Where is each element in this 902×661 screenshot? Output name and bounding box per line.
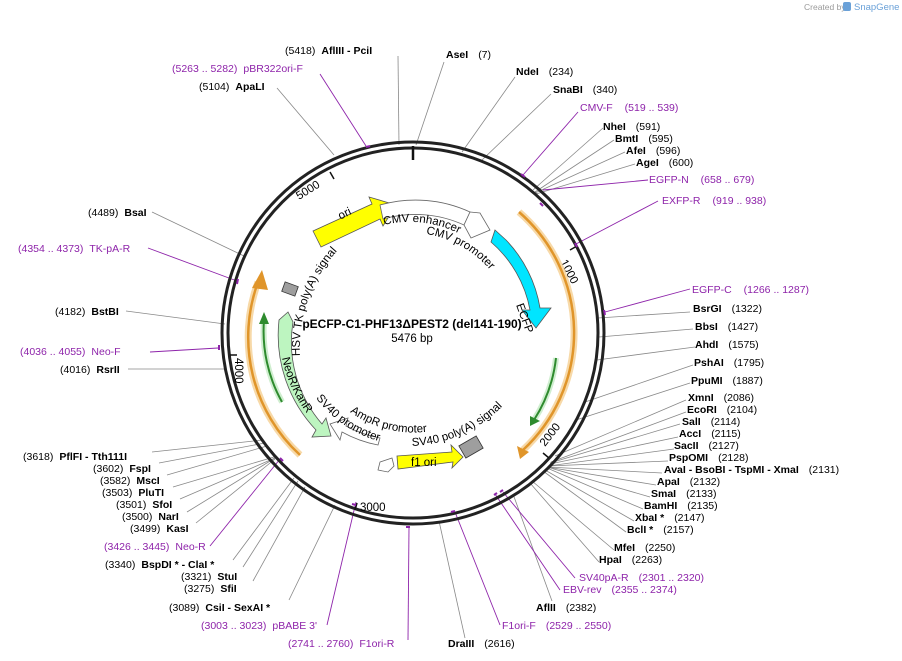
hsv-tk-polya-label: HSV TK poly(A) signal <box>291 245 340 356</box>
site-label[interactable]: XmnI(2086) <box>688 392 754 404</box>
primer-marks <box>218 145 606 528</box>
primer-label[interactable]: F1ori-F(2529 .. 2550) <box>502 620 611 632</box>
site-label[interactable]: EcoRI(2104) <box>687 404 757 416</box>
site-label[interactable]: SacII(2127) <box>674 440 739 452</box>
site-label[interactable]: (3275)SfiI <box>184 583 237 595</box>
site-label[interactable]: AseI(7) <box>446 49 491 61</box>
site-label[interactable]: PshAI(1795) <box>694 357 764 369</box>
primer-label[interactable]: EXFP-R(919 .. 938) <box>662 195 766 207</box>
neor-orf-arrowhead <box>252 270 268 290</box>
site-label[interactable]: (3089)CsiI - SexAI * <box>169 602 271 614</box>
site-label[interactable]: (3602)FspI <box>93 463 151 475</box>
sv40-promoter-feature <box>329 417 381 446</box>
site-label[interactable]: (5104)ApaLI <box>199 81 265 93</box>
site-label[interactable]: (4016)RsrII <box>60 364 120 376</box>
site-label[interactable]: NheI(591) <box>603 121 660 133</box>
site-label[interactable]: NdeI(234) <box>516 66 573 78</box>
site-label[interactable]: (3582)MscI <box>100 475 160 487</box>
site-label[interactable]: PspOMI(2128) <box>669 452 748 464</box>
site-label[interactable]: SnaBI(340) <box>553 84 617 96</box>
plasmid-size: 5476 bp <box>391 333 433 345</box>
primer-label[interactable]: EBV-rev(2355 .. 2374) <box>563 584 677 596</box>
site-label[interactable]: AccI(2115) <box>679 428 741 440</box>
ampr-promoter-feature <box>377 457 395 473</box>
site-label[interactable]: (3321)StuI <box>181 571 237 583</box>
neor-label: NeoR/KanR <box>279 356 314 415</box>
snapgene-logo-icon <box>843 2 851 11</box>
site-label[interactable]: (4182)BstBI <box>55 306 119 318</box>
site-label[interactable]: AgeI(600) <box>636 157 693 169</box>
inner-orf-left-core <box>262 319 283 403</box>
backbone-outer-strand <box>220 140 606 526</box>
primer-label[interactable]: CMV-F(519 .. 539) <box>580 102 678 114</box>
ori-label: ori <box>336 206 353 223</box>
site-label[interactable]: HpaI(2263) <box>599 554 662 566</box>
site-label[interactable]: BamHI(2135) <box>644 500 718 512</box>
site-label[interactable]: BsrGI(1322) <box>693 303 762 315</box>
ecfp-feature <box>490 229 552 329</box>
site-label[interactable]: BmtI(595) <box>615 133 673 145</box>
primer-label[interactable]: SV40pA-R(2301 .. 2320) <box>579 572 704 584</box>
site-label[interactable]: (3503)PluTI <box>102 487 164 499</box>
ecfp-orf-arc-core <box>518 211 576 451</box>
ecfp-orf-arrowhead <box>517 446 529 459</box>
primer-label[interactable]: (3003 .. 3023)pBABE 3' <box>201 620 317 632</box>
site-label[interactable]: (4489)BsaI <box>88 207 147 219</box>
site-label[interactable]: AhdI(1575) <box>695 339 759 351</box>
site-label[interactable]: MfeI(2250) <box>614 542 675 554</box>
site-label[interactable]: ApaI(2132) <box>657 476 720 488</box>
tick-label-5000: 5000 <box>294 179 322 203</box>
site-label[interactable]: BclI *(2157) <box>627 524 694 536</box>
site-label[interactable]: (3340)BspDI * - ClaI * <box>105 559 215 571</box>
cmv-promoter-label: CMV promoter <box>425 225 497 272</box>
site-label[interactable]: (3501)SfoI <box>116 499 172 511</box>
tick-label-3000: 3000 <box>360 502 386 514</box>
site-label[interactable]: (3499)KasI <box>130 523 189 535</box>
neor-orf-arc-core <box>246 281 301 456</box>
site-label[interactable]: AflII(2382) <box>536 602 596 614</box>
site-label[interactable]: AvaI - BsoBI - TspMI - XmaI(2131) <box>664 464 839 476</box>
enzyme-leader-lines <box>125 55 696 639</box>
credit-brand: SnapGene <box>854 2 899 13</box>
inner-orf-right-core <box>533 357 557 421</box>
cmv-promoter-feature <box>463 211 491 239</box>
sv40-polya-feature <box>458 435 484 459</box>
primer-label[interactable]: (4354 .. 4373)TK-pA-R <box>18 243 131 255</box>
site-label[interactable]: PpuMI(1887) <box>691 375 763 387</box>
f1-ori-feature <box>396 443 464 470</box>
inner-orf-right-arrowhead <box>530 416 540 426</box>
hsv-tk-polya-feature <box>281 281 299 297</box>
inner-orf-left-arrowhead <box>259 312 269 324</box>
site-label[interactable]: SmaI(2133) <box>651 488 716 500</box>
site-label[interactable]: XbaI *(2147) <box>635 512 705 524</box>
site-label[interactable]: (5418)AflIII - PciI <box>285 45 372 57</box>
primer-label[interactable]: EGFP-N(658 .. 679) <box>649 174 754 186</box>
primer-labels: (5263 .. 5282)pBR322ori-F CMV-F(519 .. 5… <box>18 63 809 650</box>
credit-prefix: Created by <box>804 2 846 12</box>
primer-label[interactable]: (3426 .. 3445)Neo-R <box>104 541 206 553</box>
site-label[interactable]: BbsI(1427) <box>695 321 758 333</box>
site-label[interactable]: (3500)NarI <box>122 511 179 523</box>
f1-ori-label: f1 ori <box>411 457 437 469</box>
primer-label[interactable]: (5263 .. 5282)pBR322ori-F <box>172 63 303 75</box>
primer-label[interactable]: EGFP-C(1266 .. 1287) <box>692 284 809 296</box>
primer-label[interactable]: (2741 .. 2760)F1ori-R <box>288 638 395 650</box>
restriction-site-labels: (5418)AflIII - PciI AseI(7) NdeI(234) Sn… <box>23 45 839 650</box>
plasmid-name: pECFP-C1-PHF13ΔPEST2 (del141-190) <box>302 317 521 331</box>
neor-feature <box>277 311 332 438</box>
site-label[interactable]: AfeI(596) <box>626 145 680 157</box>
tick-label-4000: 4000 <box>232 358 244 384</box>
site-label[interactable]: DraIII(2616) <box>448 638 515 650</box>
site-label[interactable]: (3618)PflFI - Tth111I <box>23 451 127 463</box>
site-label[interactable]: SalI(2114) <box>682 416 740 428</box>
primer-leader-lines <box>147 73 691 641</box>
primer-label[interactable]: (4036 .. 4055)Neo-F <box>20 346 121 358</box>
